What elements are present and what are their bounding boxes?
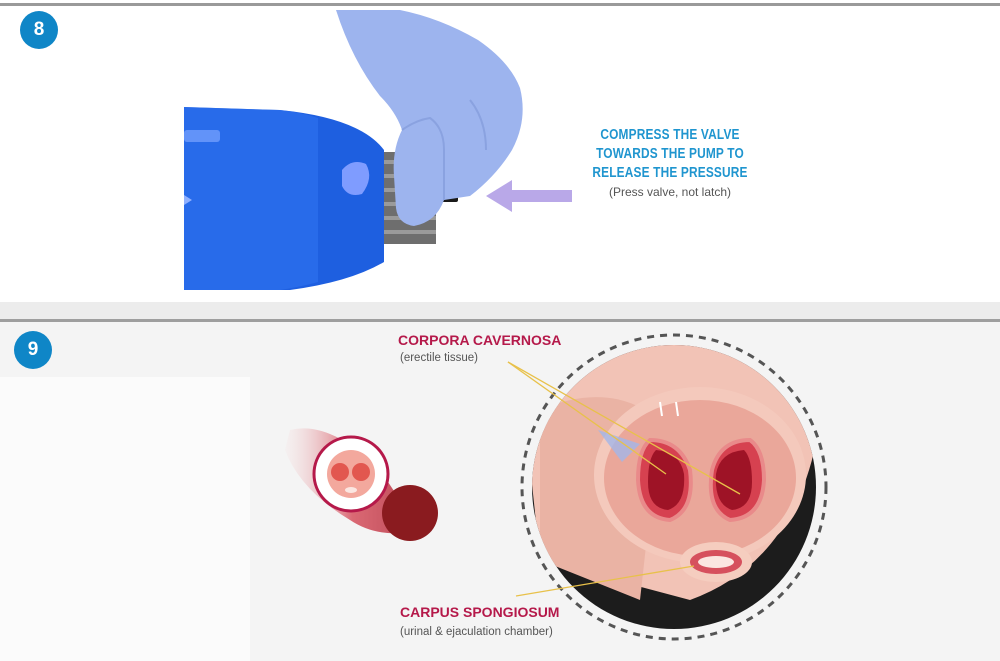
instruction-line-1: COMPRESS THE VALVE <box>600 127 740 143</box>
blank-area <box>0 377 250 661</box>
top-border <box>0 3 1000 6</box>
panel-divider <box>0 302 1000 320</box>
small-cross-section <box>285 428 438 541</box>
panel-divider-line <box>0 319 1000 322</box>
gloved-hand <box>336 10 523 226</box>
corpora-cavernosa-sublabel: (erectile tissue) <box>400 352 478 364</box>
step-9-panel <box>0 322 1000 661</box>
step-8-badge: 8 <box>20 11 58 49</box>
pointer-lines <box>507 361 741 597</box>
instruction-line-3: RELEASE THE PRESSURE <box>592 165 748 181</box>
carpus-spongiosum-label: CARPUS SPONGIOSUM <box>400 604 560 620</box>
carpus-spongiosum-sublabel: (urinal & ejaculation chamber) <box>400 626 553 638</box>
instruction-line-2: TOWARDS THE PUMP TO <box>596 146 744 162</box>
push-arrow <box>486 180 572 212</box>
corpora-cavernosa-label: CORPORA CAVERNOSA <box>398 332 562 348</box>
pump-body <box>184 107 384 290</box>
instruction-note: (Press valve, not latch) <box>608 185 732 199</box>
step-9-badge: 9 <box>14 331 52 369</box>
step-8-instruction: COMPRESS THE VALVE TOWARDS THE PUMP TO R… <box>560 126 780 199</box>
